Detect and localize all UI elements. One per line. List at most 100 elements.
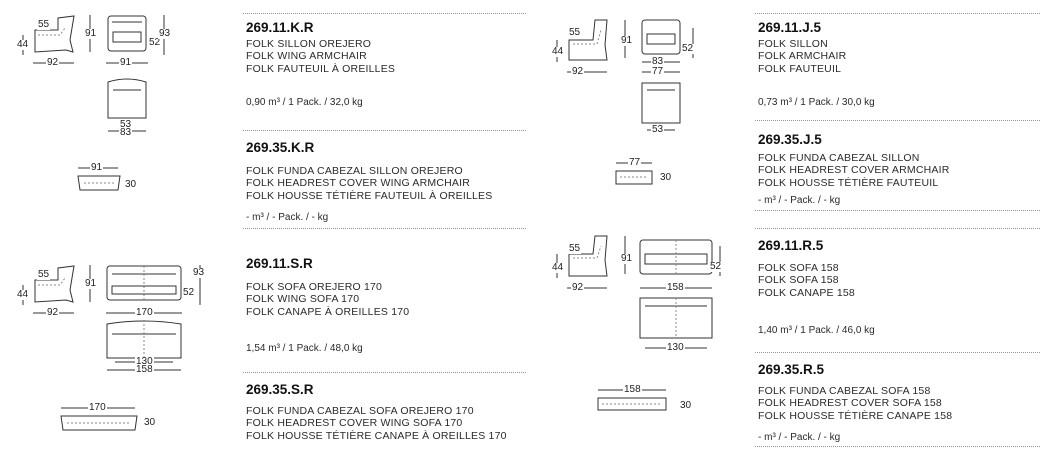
name-fr: FOLK FAUTEUIL À OREILLES bbox=[246, 62, 396, 75]
product-code: 269.11.S.R bbox=[246, 256, 313, 271]
product-meta: 1,54 m³ / 1 Pack. / 48,0 kg bbox=[246, 343, 363, 354]
product-names: FOLK SOFA 158 FOLK SOFA 158 FOLK CANAPE … bbox=[758, 262, 855, 299]
dim-arm-height: 52 bbox=[681, 43, 695, 54]
divider bbox=[755, 352, 1040, 353]
dim-height: 91 bbox=[620, 35, 634, 46]
name-en: FOLK HEADREST COVER ARMCHAIR bbox=[758, 164, 950, 177]
dim-top-width: 158 bbox=[135, 364, 154, 375]
name-en: FOLK WING SOFA 170 bbox=[246, 293, 360, 306]
product-names: FOLK FUNDA CABEZAL SILLON FOLK HEADREST … bbox=[758, 152, 950, 189]
name-es: FOLK FUNDA CABEZAL SOFA 158 bbox=[758, 385, 931, 397]
name-fr: FOLK HOUSSE TÉTIÈRE FAUTEUIL bbox=[758, 176, 939, 189]
dim-seat-height: 44 bbox=[551, 262, 565, 273]
dim-front-width: 158 bbox=[666, 282, 685, 293]
name-en: FOLK WING ARMCHAIR bbox=[246, 50, 367, 63]
dim-depth: 55 bbox=[37, 19, 51, 30]
dim-seat-height: 44 bbox=[16, 39, 30, 50]
dim-front-width: 83 bbox=[651, 56, 665, 67]
product-meta: 1,40 m³ / 1 Pack. / 46,0 kg bbox=[758, 325, 875, 336]
product-code: 269.35.S.R bbox=[246, 382, 314, 397]
divider bbox=[755, 13, 1040, 14]
name-es: FOLK FUNDA CABEZAL SILLON OREJERO bbox=[246, 165, 463, 177]
name-fr: FOLK FAUTEUIL bbox=[758, 62, 842, 75]
dim-depth: 55 bbox=[37, 269, 51, 280]
dim-depth: 55 bbox=[568, 27, 582, 38]
headrest-diagram bbox=[60, 407, 138, 431]
name-fr: FOLK HOUSSE TÉTIÈRE CANAPE À OREILLES 17… bbox=[246, 429, 507, 442]
name-en: FOLK HEADREST COVER WING ARMCHAIR bbox=[246, 177, 471, 190]
dim-arm-height: 52 bbox=[709, 261, 723, 272]
divider bbox=[243, 130, 526, 131]
dim-full-height: 93 bbox=[158, 28, 172, 39]
dim-arm-height: 52 bbox=[148, 37, 162, 48]
name-en: FOLK ARMCHAIR bbox=[758, 50, 847, 63]
dim-width: 91 bbox=[90, 162, 104, 173]
dim-width: 92 bbox=[46, 307, 60, 318]
divider bbox=[755, 120, 1040, 121]
dim-top-width: 83 bbox=[119, 127, 133, 138]
divider bbox=[243, 372, 526, 373]
name-es: FOLK SOFA 158 bbox=[758, 262, 839, 274]
dim-width: 77 bbox=[628, 157, 642, 168]
headrest-diagram bbox=[615, 162, 653, 185]
headrest-diagram bbox=[77, 167, 121, 191]
name-es: FOLK SILLON OREJERO bbox=[246, 38, 372, 50]
divider bbox=[755, 210, 1040, 211]
dim-height: 91 bbox=[620, 253, 634, 264]
name-es: FOLK SILLON bbox=[758, 38, 828, 50]
product-code: 269.11.K.R bbox=[246, 20, 314, 35]
name-es: FOLK SOFA OREJERO 170 bbox=[246, 281, 383, 293]
product-names: FOLK SOFA OREJERO 170 FOLK WING SOFA 170… bbox=[246, 281, 409, 318]
divider bbox=[755, 228, 1040, 229]
dim-width: 92 bbox=[571, 66, 585, 77]
product-meta: 0,90 m³ / 1 Pack. / 32,0 kg bbox=[246, 97, 363, 108]
dim-seat-width: 130 bbox=[666, 342, 685, 353]
dim-full-height: 93 bbox=[192, 267, 206, 278]
dim-seat-width: 130 bbox=[135, 356, 154, 367]
product-names: FOLK FUNDA CABEZAL SOFA 158 FOLK HEADRES… bbox=[758, 385, 952, 422]
product-names: FOLK FUNDA CABEZAL SILLON OREJERO FOLK H… bbox=[246, 165, 492, 202]
dim-arm-height: 52 bbox=[182, 287, 196, 298]
dim-height: 91 bbox=[84, 278, 98, 289]
product-names: FOLK SILLON OREJERO FOLK WING ARMCHAIR F… bbox=[246, 38, 395, 75]
product-meta: - m³ / - Pack. / - kg bbox=[246, 212, 329, 223]
name-fr: FOLK CANAPE 158 bbox=[758, 286, 855, 299]
dim-width: 92 bbox=[46, 57, 60, 68]
sofa-diagram bbox=[22, 265, 201, 371]
product-meta: - m³ / - Pack. / - kg bbox=[758, 432, 841, 443]
sofa-diagram bbox=[556, 235, 721, 349]
divider bbox=[243, 228, 526, 229]
product-names: FOLK SILLON FOLK ARMCHAIR FOLK FAUTEUIL bbox=[758, 38, 846, 75]
dim-front-width: 91 bbox=[119, 57, 133, 68]
dim-depth: 55 bbox=[568, 243, 582, 254]
dim-height: 30 bbox=[143, 417, 157, 428]
name-en: FOLK HEADREST COVER WING SOFA 170 bbox=[246, 417, 463, 430]
product-names: FOLK FUNDA CABEZAL SOFA OREJERO 170 FOLK… bbox=[246, 405, 507, 442]
dim-width: 92 bbox=[571, 282, 585, 293]
product-code: 269.11.R.5 bbox=[758, 238, 824, 253]
product-code: 269.35.J.5 bbox=[758, 132, 822, 147]
divider bbox=[243, 13, 526, 14]
dim-width: 170 bbox=[88, 402, 107, 413]
dim-seat-width: 53 bbox=[651, 124, 665, 135]
name-fr: FOLK CANAPE À OREILLES 170 bbox=[246, 305, 410, 318]
product-meta: 0,73 m³ / 1 Pack. / 30,0 kg bbox=[758, 97, 875, 108]
divider bbox=[755, 446, 1040, 447]
dim-height: 91 bbox=[84, 28, 98, 39]
dim-seat-width: 53 bbox=[119, 119, 133, 130]
dim-height: 30 bbox=[124, 179, 138, 190]
dim-seat-height: 44 bbox=[551, 46, 565, 57]
name-fr: FOLK HOUSSE TÉTIÈRE CANAPE 158 bbox=[758, 409, 953, 422]
product-code: 269.11.J.5 bbox=[758, 20, 822, 35]
product-code: 269.35.R.5 bbox=[758, 362, 825, 377]
name-fr: FOLK HOUSSE TÉTIÈRE FAUTEUIL À OREILLES bbox=[246, 189, 493, 202]
dim-height: 30 bbox=[659, 172, 673, 183]
name-es: FOLK FUNDA CABEZAL SOFA OREJERO 170 bbox=[246, 405, 474, 417]
dim-height: 30 bbox=[679, 400, 693, 411]
dim-top-width: 77 bbox=[651, 66, 665, 77]
dim-front-width: 170 bbox=[135, 307, 154, 318]
product-code: 269.35.K.R bbox=[246, 140, 315, 155]
name-en: FOLK HEADREST COVER SOFA 158 bbox=[758, 397, 942, 410]
dim-seat-height: 44 bbox=[16, 289, 30, 300]
name-es: FOLK FUNDA CABEZAL SILLON bbox=[758, 152, 920, 164]
